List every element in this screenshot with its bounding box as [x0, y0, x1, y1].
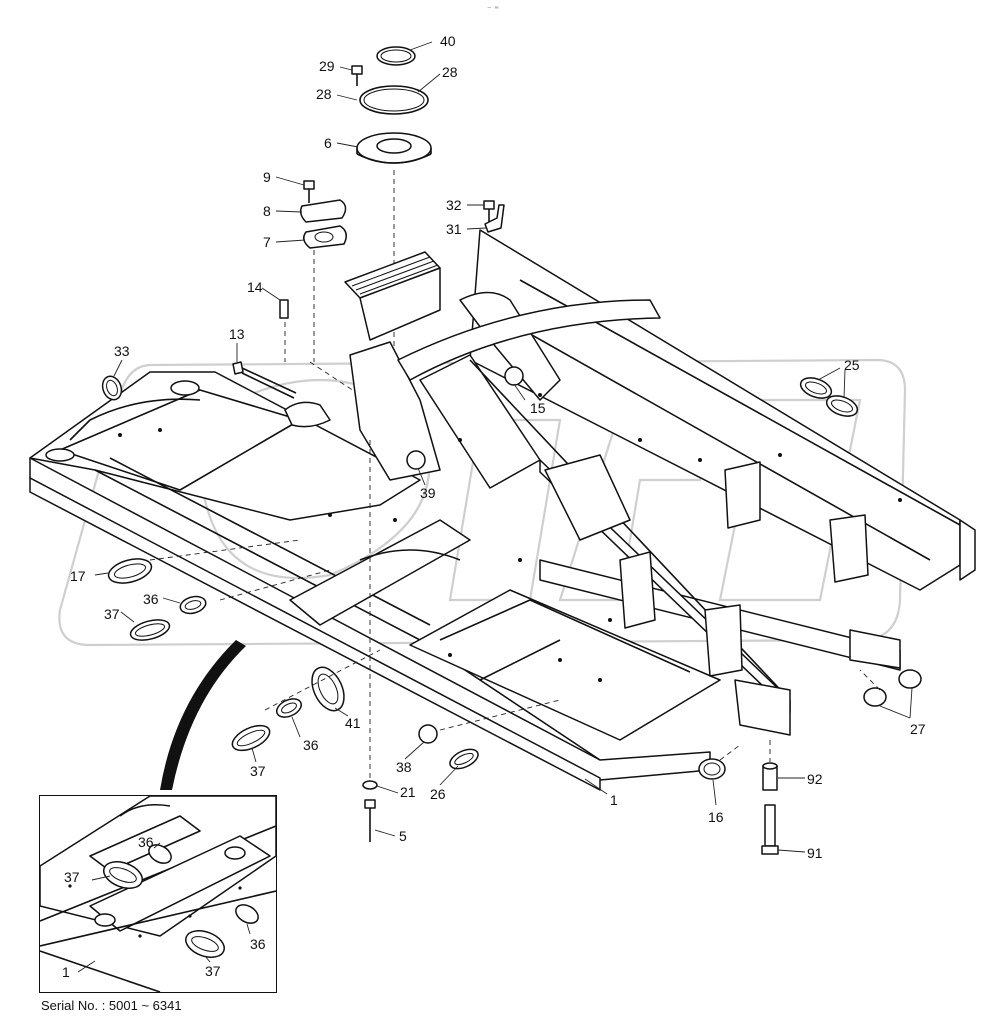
callout-9: 9 [263, 169, 271, 185]
callout-92: 92 [807, 771, 823, 787]
callout-8: 8 [263, 203, 271, 219]
callout-39: 39 [420, 485, 436, 501]
callout-5: 5 [399, 828, 407, 844]
callout-26: 26 [430, 786, 446, 802]
detail-arrow [160, 640, 246, 790]
callout-7: 7 [263, 234, 271, 250]
callout-38: 38 [396, 759, 412, 775]
upper-parts-stack [232, 46, 505, 430]
callout-28: 28 [442, 64, 458, 80]
detail-callout-1: 1 [62, 964, 70, 980]
callout-32: 32 [446, 197, 462, 213]
detached-parts [101, 366, 922, 855]
detail-inset-drawing: 36 37 36 37 1 [39, 795, 277, 993]
detail-callout-37: 37 [64, 869, 80, 885]
serial-number-label: Serial No. : 5001 ~ 6341 [41, 998, 182, 1013]
callout-17: 17 [70, 568, 86, 584]
callout-labels: 40 29 28 28 6 9 8 7 32 31 14 13 33 25 15… [70, 33, 926, 861]
top-mark: ⁻ ⁼ [487, 4, 499, 14]
callout-36: 36 [303, 737, 319, 753]
leader-lines [94, 41, 913, 853]
callout-21: 21 [400, 784, 416, 800]
callout-1: 1 [610, 792, 618, 808]
detail-callout-36: 36 [138, 834, 154, 850]
callout-14: 14 [247, 279, 263, 295]
callout-25: 25 [844, 357, 860, 373]
callout-37: 37 [104, 606, 120, 622]
detail-inset: 36 37 36 37 1 [39, 795, 277, 993]
callout-41: 41 [345, 715, 361, 731]
detail-callout-37: 37 [205, 963, 221, 979]
main-frame [29, 229, 976, 791]
callout-28: 28 [316, 86, 332, 102]
callout-91: 91 [807, 845, 823, 861]
callout-16: 16 [708, 809, 724, 825]
callout-40: 40 [440, 33, 456, 49]
callout-36: 36 [143, 591, 159, 607]
callout-13: 13 [229, 326, 245, 342]
callout-33: 33 [114, 343, 130, 359]
detail-callout-36: 36 [250, 936, 266, 952]
callout-37: 37 [250, 763, 266, 779]
callout-29: 29 [319, 58, 335, 74]
callout-31: 31 [446, 221, 462, 237]
callout-27: 27 [910, 721, 926, 737]
callout-15: 15 [530, 400, 546, 416]
callout-6: 6 [324, 135, 332, 151]
